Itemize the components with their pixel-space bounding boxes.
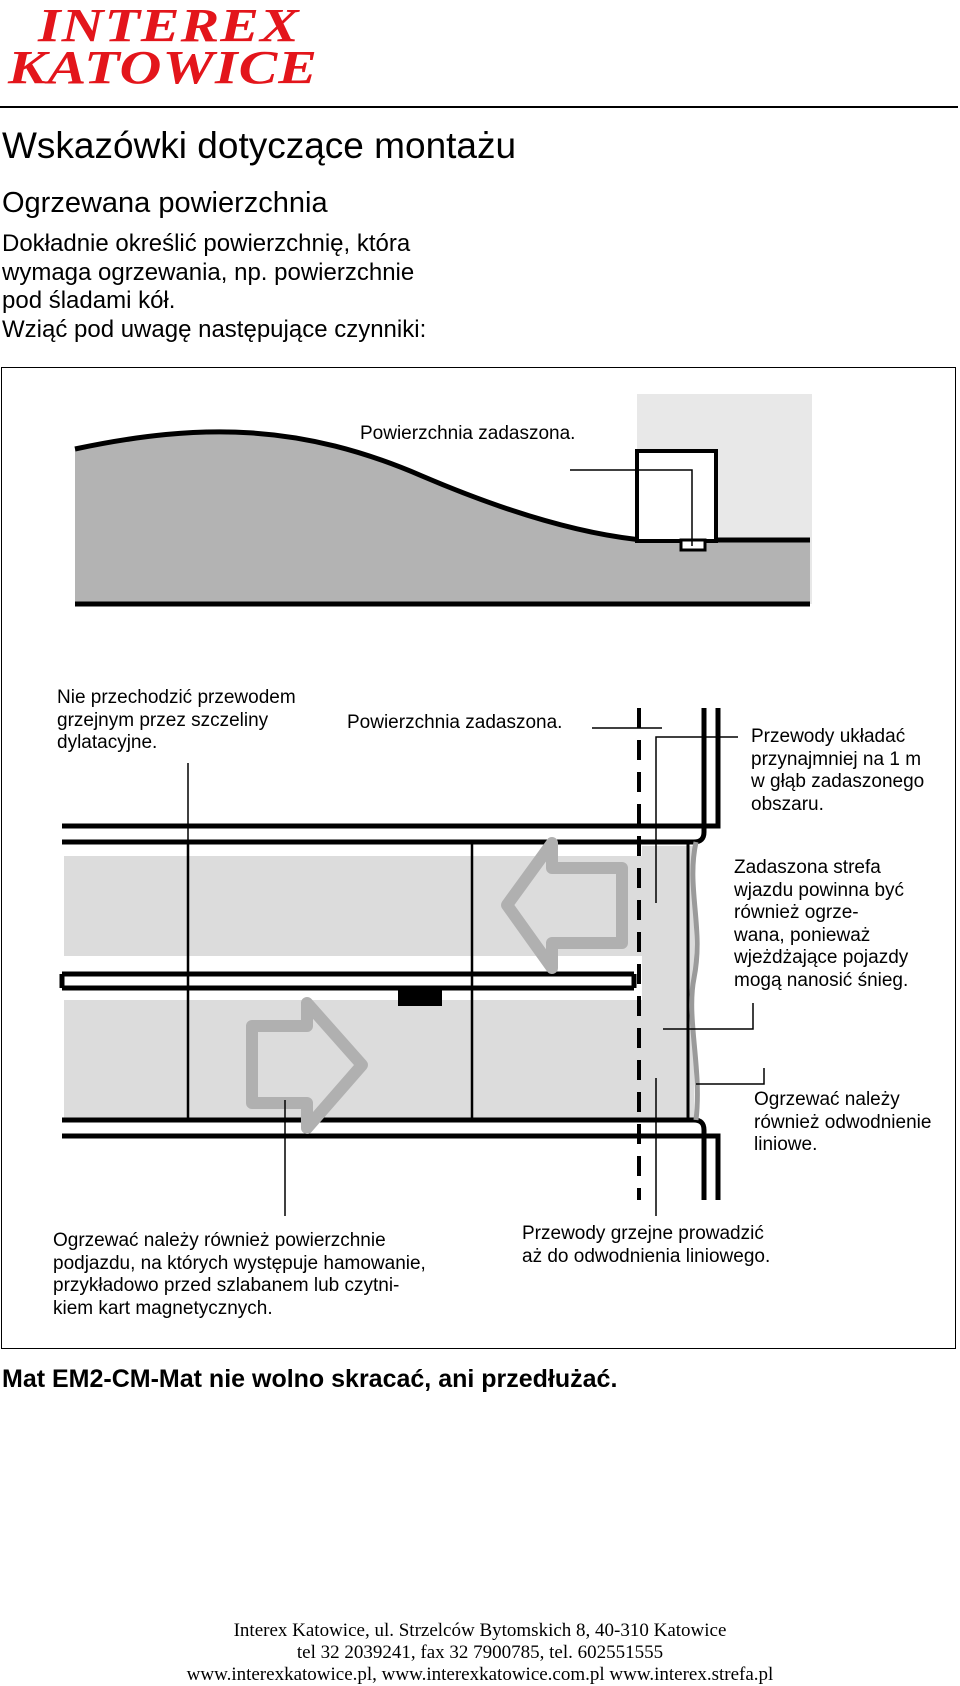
label-line: wana, ponieważ (734, 924, 871, 946)
company-logo: INTEREX KATOWICE (8, 2, 358, 94)
label-line: Zadaszona strefa (734, 857, 881, 878)
label-line: liniowe. (754, 1134, 818, 1155)
label-to-drain: Przewody grzejne prowadzić aż do odwodni… (522, 1223, 770, 1268)
label-line: grzejnym przez szczeliny (57, 709, 269, 731)
intro-line: pod śladami kół. (2, 287, 176, 314)
canopy-post (635, 449, 718, 543)
installation-diagram: Powierzchnia zadaszona. Nie przechodzić … (1, 367, 956, 1349)
label-braking: Ogrzewać należy również powierzchnie pod… (53, 1230, 426, 1320)
lane-lower (64, 1000, 694, 1118)
wall-middle (59, 971, 637, 991)
label-roofed-top: Powierzchnia zadaszona. (360, 423, 575, 446)
label-roofed-plan: Powierzchnia zadaszona. (347, 712, 562, 735)
ramp-surface (75, 431, 810, 604)
linear-drain-wave (689, 841, 700, 1121)
arrow-left-icon (501, 837, 628, 974)
section-title: Ogrzewana powierzchnia (2, 187, 328, 219)
leader-roofed-top (570, 469, 693, 546)
label-line: również odwodnienie (754, 1111, 932, 1133)
linear-drain-profile (679, 538, 707, 552)
ramp-surface-outline (74, 429, 810, 543)
label-line: przynajmniej na 1 m (751, 748, 922, 770)
label-line: kiem kart magnetycznych. (53, 1297, 273, 1319)
label-line: wjazdu powinna być (734, 879, 905, 901)
page-title: Wskazówki dotyczące montażu (2, 125, 517, 166)
label-line: podjazdu, na których występuje hamowanie… (53, 1252, 426, 1274)
footer-line: tel 32 2039241, fax 32 7900785, tel. 602… (296, 1642, 664, 1663)
label-line: w głąb zadaszonego (751, 771, 925, 792)
label-line: aż do odwodnienia liniowego. (522, 1245, 771, 1267)
label-cables-depth: Przewody układać przynajmniej na 1 m w g… (751, 726, 924, 816)
footer-line: www.interexkatowice.pl, www.interexkatow… (186, 1664, 774, 1685)
logo-text-line2: KATOWICE (8, 40, 318, 95)
label-line: dylatacyjne. (57, 732, 158, 753)
leader-cables-depth (655, 736, 738, 903)
label-line: Powierzchnia zadaszona. (360, 423, 576, 444)
leader-drain-heat (696, 1068, 765, 1085)
label-drain-heat: Ogrzewać należy również odwodnienie lini… (754, 1089, 931, 1157)
label-line: Przewody układać (751, 726, 906, 747)
label-line: Powierzchnia zadaszona. (347, 712, 563, 733)
leader-entry-zone (663, 1003, 754, 1030)
label-entry-zone: Zadaszona strefa wjazdu powinna być równ… (734, 857, 908, 992)
logo-text-line1: INTEREX (38, 0, 300, 53)
label-line: obszaru. (751, 793, 824, 815)
intro-line: Dokładnie określić powierzchnię, która (2, 230, 411, 257)
label-line: Nie przechodzić przewodem (57, 687, 296, 708)
label-line: przykładowo przed szlabanem lub czytni- (53, 1275, 400, 1296)
label-line: wjeżdżające pojazdy (734, 947, 909, 968)
label-line: również ogrze- (734, 902, 859, 923)
footer-contact: Interex Katowice, ul. Strzelców Bytomski… (0, 1620, 960, 1686)
wall-bottom (62, 1117, 721, 1200)
label-line: Ogrzewać należy również powierzchnie (53, 1230, 386, 1251)
warning-note: Mat EM2-CM-Mat nie wolno skracać, ani pr… (2, 1365, 618, 1393)
header-divider (0, 106, 958, 108)
drain-cover (398, 988, 442, 1006)
intro-line: wymaga ogrzewania, np. powierzchnie (2, 258, 415, 286)
label-line: mogą nanosić śnieg. (734, 969, 909, 991)
label-expansion-joint: Nie przechodzić przewodem grzejnym przez… (57, 687, 296, 755)
label-line: Ogrzewać należy (754, 1089, 900, 1110)
footer-line: Interex Katowice, ul. Strzelców Bytomski… (233, 1620, 727, 1641)
diagram-drawing (59, 394, 812, 1216)
label-line: Przewody grzejne prowadzić (522, 1223, 764, 1244)
arrow-right-icon (246, 997, 368, 1134)
entry-zone (642, 846, 694, 1118)
intro-line: Wziąć pod uwagę następujące czynniki: (2, 315, 427, 343)
intro-paragraph: Dokładnie określić powierzchnię, która w… (2, 230, 562, 344)
